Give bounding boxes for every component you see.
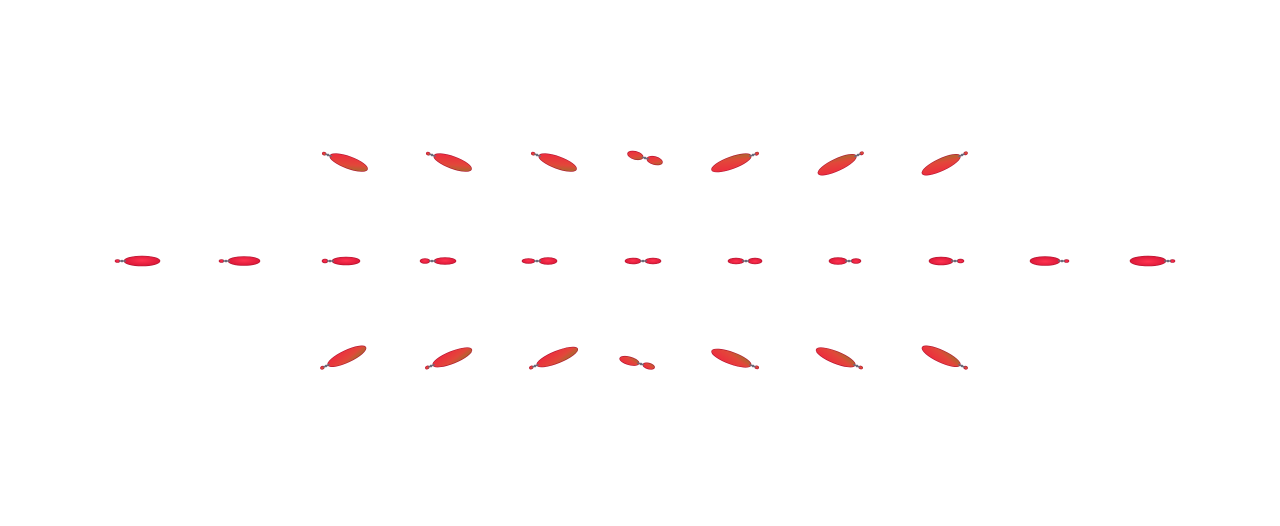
- middle-lobe-9: [928, 256, 965, 266]
- middle-lobe-5: [521, 257, 558, 265]
- middle-lobe-4: [419, 257, 457, 265]
- middle-lobe-1: [114, 255, 161, 267]
- middle-lobe-8: [828, 257, 862, 265]
- bottom-lobe-2: [425, 347, 473, 370]
- middle-lobe-3: [321, 256, 361, 266]
- middle-lobe-7: [727, 257, 763, 265]
- top-lobe-3: [530, 151, 577, 172]
- top-lobe-7: [921, 151, 968, 176]
- middle-lobe-6: [624, 257, 662, 265]
- bottom-lobe-1: [320, 345, 367, 370]
- bottom-lobe-7: [921, 345, 968, 370]
- middle-lobe-10: [1029, 256, 1070, 266]
- middle-lobe-11: [1129, 255, 1176, 267]
- middle-lobe-2: [218, 256, 261, 266]
- top-lobe-6: [817, 151, 864, 176]
- bottom-lobe-4: [619, 355, 655, 370]
- top-lobe-5: [711, 151, 760, 173]
- bottom-lobe-3: [529, 346, 579, 370]
- top-lobe-2: [425, 151, 472, 172]
- bottom-lobe-6: [815, 347, 863, 370]
- bottom-lobe-5: [711, 348, 760, 370]
- top-lobe-4: [627, 150, 663, 166]
- top-lobe-1: [321, 151, 368, 172]
